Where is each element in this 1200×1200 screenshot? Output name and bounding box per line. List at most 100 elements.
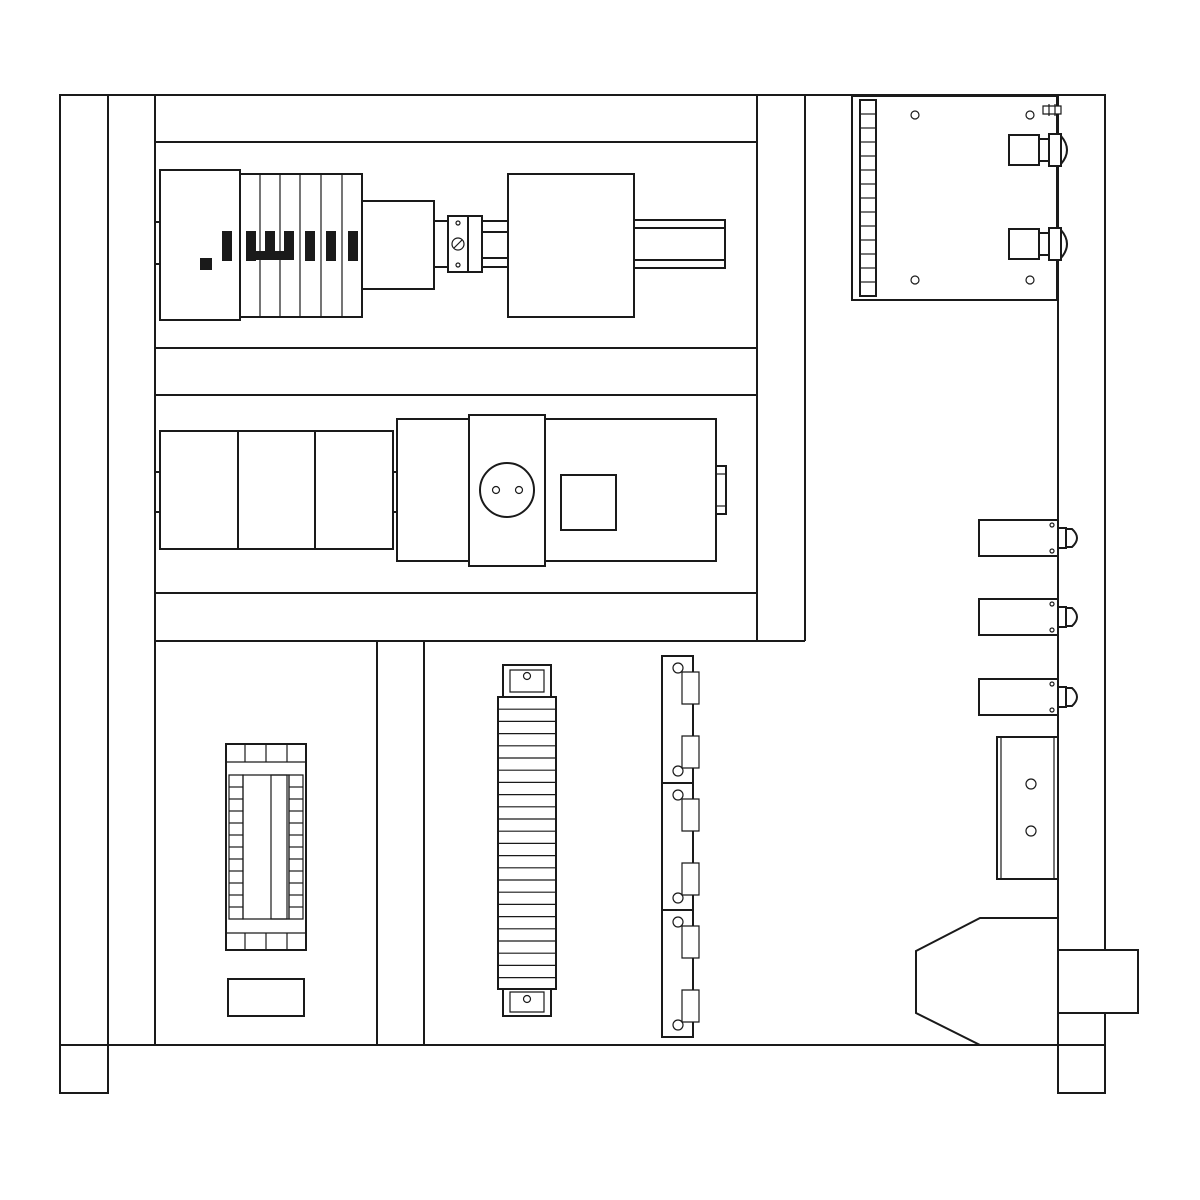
coupling-flange (468, 216, 482, 272)
power-socket (469, 415, 545, 566)
mount-hole (911, 276, 919, 284)
lamp-housing (979, 679, 1058, 715)
jack-body (1009, 229, 1039, 259)
end-stopper (716, 466, 726, 514)
gland-funnel (916, 918, 1058, 1045)
mount-hole (1026, 111, 1034, 119)
socket-housing (397, 419, 716, 561)
pcb-board (852, 96, 1057, 300)
breaker-handle (348, 231, 358, 261)
fuse-contact (682, 990, 699, 1022)
fuse-screw (673, 790, 683, 800)
lamp-lens (1066, 688, 1077, 706)
terminal-rail-ribs (498, 709, 556, 977)
lamp-lens (1066, 529, 1077, 547)
lamp-housing (979, 520, 1058, 556)
lamp-housing (979, 599, 1058, 635)
terminal-label-plate (228, 979, 304, 1016)
socket-pin (516, 487, 523, 494)
lamp-screw (1050, 602, 1054, 606)
indicator-lamp (979, 679, 1077, 715)
mount-hole (1026, 276, 1034, 284)
fuse-contact (682, 736, 699, 768)
switch-box-hole (1026, 826, 1036, 836)
socket-label-plate (561, 475, 616, 530)
terminal-block-column (226, 744, 306, 1016)
lamp-screw (1050, 549, 1054, 553)
lamp-screw (1050, 628, 1054, 632)
socket-face (480, 463, 534, 517)
coupling-screw (452, 238, 464, 250)
coupling-dot (456, 263, 460, 267)
switch-box-hole (1026, 779, 1036, 789)
cabinet-frame (60, 95, 1105, 1093)
circuit-breaker-stack (240, 174, 362, 317)
jack-cap (1061, 136, 1067, 164)
relay-module (238, 431, 315, 549)
fuse-holder-strip (662, 656, 699, 1037)
small-switch (1043, 106, 1061, 114)
jack-nut (1049, 134, 1061, 166)
coupling-collar (434, 221, 448, 267)
fuse-screw (673, 893, 683, 903)
clamp-inner (510, 992, 544, 1012)
clamp-inner (510, 670, 544, 692)
fuse-contact (682, 926, 699, 958)
mount-hole (911, 111, 919, 119)
relay-module (315, 431, 393, 549)
lamp-collar (1058, 528, 1066, 548)
jack-collar (1039, 233, 1049, 255)
indicator-lamp (979, 520, 1077, 556)
breaker-handle (265, 231, 275, 257)
lamp-screw (1050, 708, 1054, 712)
connector-jack (1009, 134, 1067, 166)
screw-slot (454, 240, 462, 248)
coupling-dot (456, 221, 460, 225)
din-rail-top (155, 170, 725, 320)
right-post (1058, 95, 1105, 1093)
shaft-sleeve (482, 221, 508, 267)
socket-pin (493, 487, 500, 494)
fuse-screw (673, 1020, 683, 1030)
switch-box-body (997, 737, 1058, 879)
indicator-lamp-group (979, 520, 1077, 715)
pcb-connector-pins (860, 114, 876, 282)
lamp-screw (1050, 682, 1054, 686)
fuse-screw (673, 766, 683, 776)
left-post-outer (60, 95, 108, 1093)
lamp-screw (1050, 523, 1054, 527)
control-board (852, 96, 1067, 300)
jack-collar (1039, 139, 1049, 161)
fuse-contacts (673, 663, 699, 1030)
indicator-lamp (979, 599, 1077, 635)
lamp-collar (1058, 687, 1066, 707)
contactor-body (362, 201, 434, 289)
breaker-handle (305, 231, 315, 261)
switch-box (997, 737, 1058, 879)
breaker-handle (326, 231, 336, 261)
lamp-lens (1066, 608, 1077, 626)
power-supply-module (508, 174, 634, 317)
fuse-contact (682, 672, 699, 704)
vertical-terminal-rail (498, 665, 556, 1016)
fuse-screw (673, 663, 683, 673)
clamp-hole (524, 673, 531, 680)
terminal-center-slot (271, 775, 287, 919)
cable-gland-housing (916, 918, 1138, 1045)
lamp-collar (1058, 607, 1066, 627)
din-rail-middle (155, 415, 726, 566)
jack-cap (1061, 230, 1067, 258)
fuse-screw (673, 917, 683, 927)
connector-jack (1009, 228, 1067, 260)
breaker-handle (284, 231, 294, 259)
fuse-contact (682, 799, 699, 831)
jack-nut (1049, 228, 1061, 260)
relay-module (160, 431, 238, 549)
breaker-handle (222, 231, 232, 261)
clamp-hole (524, 996, 531, 1003)
breaker-handle (246, 231, 256, 261)
indicator-square (200, 258, 212, 270)
terminal-teeth-lines (229, 787, 303, 907)
